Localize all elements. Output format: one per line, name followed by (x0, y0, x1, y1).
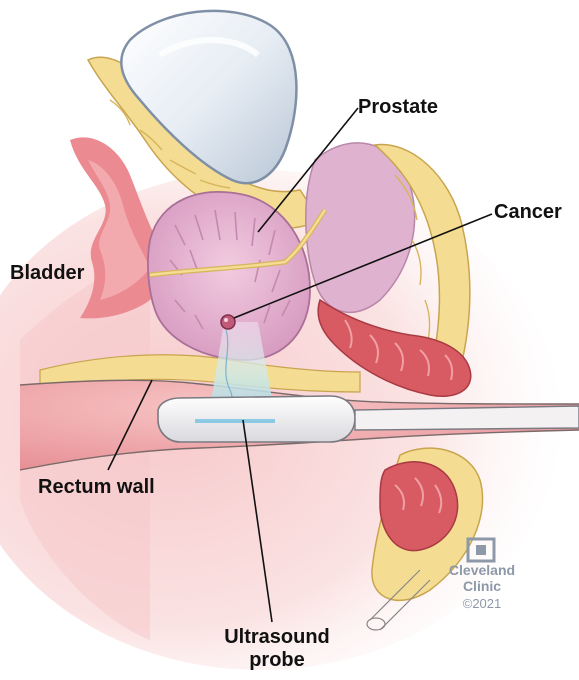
cancer-label: Cancer (494, 201, 562, 224)
copyright-text: ©2021 (440, 596, 524, 612)
ultrasound-probe-label-line1: Ultrasound (202, 626, 352, 649)
brand-name-line2: Clinic (440, 578, 524, 594)
pubic-bone-bubble (121, 11, 296, 183)
ultrasound-probe-label-line2: probe (202, 649, 352, 672)
cleveland-clinic-brand: Cleveland Clinic ©2021 (440, 562, 524, 612)
bladder-label: Bladder (10, 262, 84, 285)
rectum-wall-label: Rectum wall (38, 476, 155, 499)
cancer-nodule (221, 315, 235, 329)
prostate-label: Prostate (358, 96, 438, 119)
ultrasound-probe-label: Ultrasound probe (202, 626, 352, 672)
brand-name-line1: Cleveland (440, 562, 524, 578)
